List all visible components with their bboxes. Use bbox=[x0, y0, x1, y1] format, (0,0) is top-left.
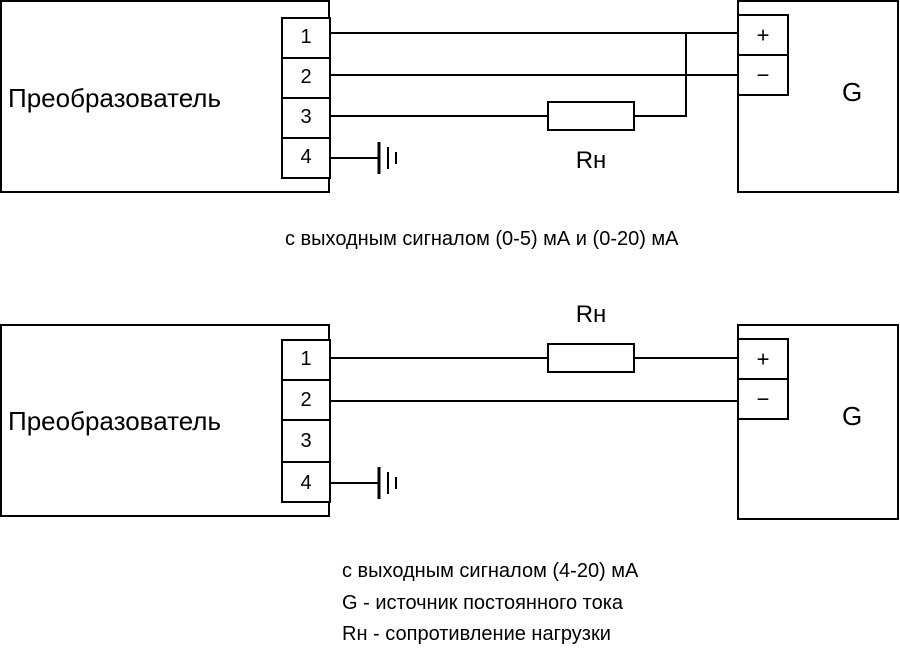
plus-sign: + bbox=[757, 23, 770, 48]
terminal-block-1: 1 2 3 4 bbox=[281, 17, 331, 179]
resistor-2 bbox=[547, 343, 635, 373]
source-terminal-minus-2 bbox=[737, 378, 789, 420]
terminal-label: 4 bbox=[300, 472, 311, 494]
terminal-2-1 bbox=[281, 339, 331, 381]
ground-symbol-1 bbox=[330, 142, 397, 174]
resistor-label-1: Rн bbox=[576, 147, 607, 174]
converter-label-2: Преобразователь bbox=[8, 406, 221, 436]
legend-g-note: G - источник постоянного тока bbox=[342, 592, 624, 614]
converter-box-2 bbox=[0, 324, 330, 517]
terminal-label: 4 bbox=[300, 146, 311, 168]
resistor-1 bbox=[547, 101, 635, 131]
wire-resistor-to-plus bbox=[634, 33, 687, 117]
diagram-1: Преобразователь 1 2 3 4 + − G Rн bbox=[0, 0, 899, 250]
terminal-label: 3 bbox=[300, 106, 311, 128]
caption-1: с выходным сигналом (0-5) мА и (0-20) мА bbox=[285, 228, 679, 250]
minus-sign: − bbox=[757, 387, 770, 412]
source-terminal-plus-2 bbox=[737, 338, 789, 380]
legend-r-note: Rн - сопротивление нагрузки bbox=[342, 623, 611, 645]
terminal-2-4 bbox=[281, 461, 331, 503]
source-label-2: G bbox=[842, 401, 862, 431]
ground-symbol-2 bbox=[330, 467, 397, 499]
plus-sign: + bbox=[757, 347, 770, 372]
converter-label-1: Преобразователь bbox=[8, 83, 221, 113]
terminal-1-4 bbox=[281, 137, 331, 179]
terminal-label: 1 bbox=[300, 26, 311, 48]
converter-box-1 bbox=[0, 0, 330, 193]
terminal-1-3 bbox=[281, 97, 331, 139]
terminal-block-2: 1 2 3 4 bbox=[281, 339, 331, 503]
terminal-label: 1 bbox=[300, 348, 311, 370]
terminal-label: 2 bbox=[300, 389, 311, 411]
terminal-label: 3 bbox=[300, 430, 311, 452]
caption-2: с выходным сигналом (4-20) мА bbox=[342, 560, 639, 582]
terminal-label: 2 bbox=[300, 66, 311, 88]
minus-sign: − bbox=[757, 63, 770, 88]
resistor-label-2: Rн bbox=[576, 301, 607, 328]
diagram-2: Преобразователь 1 2 3 4 + − G Rн bbox=[0, 301, 899, 645]
source-label-1: G bbox=[842, 77, 862, 107]
